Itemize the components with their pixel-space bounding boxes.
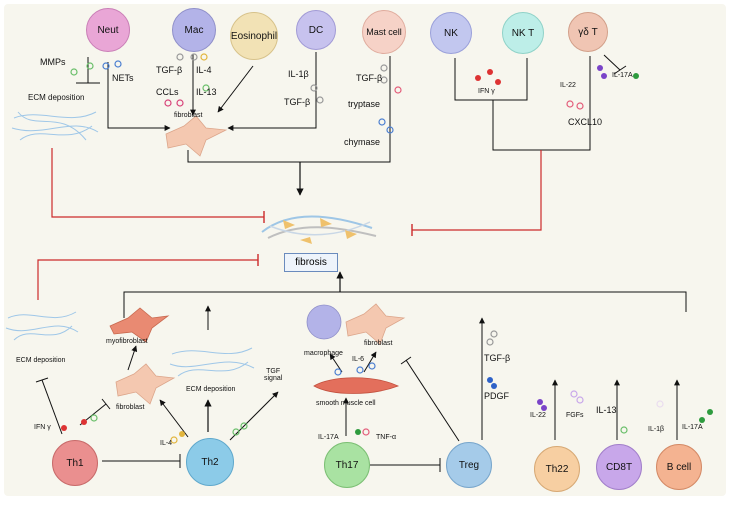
fibroblast-left-label: fibroblast	[116, 404, 145, 411]
fgfs-label: FGFs	[566, 412, 584, 419]
il1b-b-label: IL-1β	[648, 426, 665, 433]
myofibroblast-label: myofibroblast	[106, 338, 148, 345]
cd8t-cell: CD8T	[596, 444, 642, 490]
tnf-a-label: TNF-α	[376, 434, 396, 441]
cytokine-dots-filled	[61, 65, 713, 437]
il13-mac-label: IL-13	[196, 87, 217, 97]
bcell-cell: B cell	[656, 444, 702, 490]
fibroblast-top-label: fibroblast	[174, 112, 203, 119]
bcell-label: B cell	[666, 461, 692, 473]
neut-label: Neut	[97, 24, 119, 36]
ecm-texture-top	[11, 111, 99, 141]
il22-top-label: IL-22	[560, 82, 576, 89]
macrophage-shape	[306, 304, 342, 340]
cxcl10-label: CXCL10	[568, 117, 603, 127]
cytokine-dots	[70, 53, 664, 444]
th1-cell: Th1	[52, 440, 98, 486]
fibroblast-left-shape	[115, 363, 176, 405]
nets-label: NETs	[112, 73, 134, 83]
tgf-b-mast-label: TGF-β	[356, 73, 383, 83]
th2-label: Th2	[201, 456, 219, 468]
il22-th22-label: IL-22	[530, 412, 546, 419]
ecm-texture-left	[5, 311, 79, 341]
fibrosis-label: fibrosis	[295, 257, 327, 268]
chymase-label: chymase	[344, 137, 381, 147]
smooth-muscle-label: smooth muscle cell	[316, 400, 376, 407]
mast-cell: Mast cell	[362, 10, 406, 54]
nk-label: NK	[444, 27, 458, 39]
il13-cd8-label: IL-13	[596, 405, 617, 415]
gdt-cell: γδ T	[568, 12, 608, 52]
treg-cell: Treg	[446, 442, 492, 488]
th22-cell: Th22	[534, 446, 580, 492]
nkt-cell: NK T	[502, 12, 544, 54]
eosinophil-label: Eosinophil	[230, 30, 278, 42]
treg-label: Treg	[458, 459, 480, 471]
mac-cell: Mac	[172, 8, 216, 52]
th2-cell: Th2	[186, 438, 234, 486]
il4-mac-label: IL-4	[196, 65, 212, 75]
nk-cell: NK	[430, 12, 472, 54]
ecm-deposition-mid-label: ECM deposition	[186, 386, 236, 393]
fibroblast-right-shape	[345, 303, 406, 345]
tryptase-label: tryptase	[348, 99, 381, 109]
il6-label: IL-6	[352, 356, 365, 363]
fibrosis-fibers	[261, 215, 377, 244]
cd8t-label: CD8T	[605, 461, 633, 473]
tgf-b-treg-label: TGF-β	[484, 353, 511, 363]
smooth-muscle-shape	[313, 377, 400, 394]
mmps-label: MMPs	[40, 57, 66, 67]
ifn-g-top-label: IFN γ	[478, 88, 495, 95]
fibroblast-right-label: fibroblast	[364, 340, 393, 347]
il17a-th17-label: IL-17A	[318, 434, 339, 441]
th1-label: Th1	[66, 457, 84, 469]
macrophage-label: macrophage	[304, 350, 343, 357]
th17-cell: Th17	[324, 442, 370, 488]
dc-label: DC	[308, 24, 324, 36]
th22-label: Th22	[545, 463, 569, 475]
eosinophil-cell: Eosinophil	[230, 12, 278, 60]
ecm-deposition-top-label: ECM deposition	[28, 93, 85, 102]
ccls-label: CCLs	[156, 87, 179, 97]
fibrosis-box: fibrosis	[284, 253, 338, 272]
pdgf-label: PDGF	[484, 391, 510, 401]
th17-label: Th17	[335, 459, 359, 471]
nkt-label: NK T	[511, 27, 535, 39]
diagram-panel	[4, 4, 726, 496]
fibroblast-top-shape	[165, 115, 228, 157]
il1b-dc-label: IL-1β	[288, 69, 309, 79]
il4-bottom-label: IL-4	[160, 440, 173, 447]
tgf-b-mac-label: TGF-β	[156, 65, 183, 75]
ifn-g-bottom-label: IFN γ	[34, 424, 51, 431]
ecm-deposition-left-label: ECM deposition	[16, 357, 66, 364]
mac-label: Mac	[184, 24, 204, 36]
tgf-b-dc-label: TGF-β	[284, 97, 311, 107]
gdt-label: γδ T	[578, 26, 598, 38]
il17a-b-label: IL-17A	[682, 424, 703, 431]
neut-cell: Neut	[86, 8, 130, 52]
mast-label: Mast cell	[366, 27, 402, 37]
myofibroblast-shape	[109, 307, 170, 343]
dc-cell: DC	[296, 10, 336, 50]
ecm-texture-mid	[169, 347, 255, 377]
tgf-signal-label: TGF signal	[264, 368, 283, 382]
il17a-top-label: IL-17A	[612, 72, 633, 79]
